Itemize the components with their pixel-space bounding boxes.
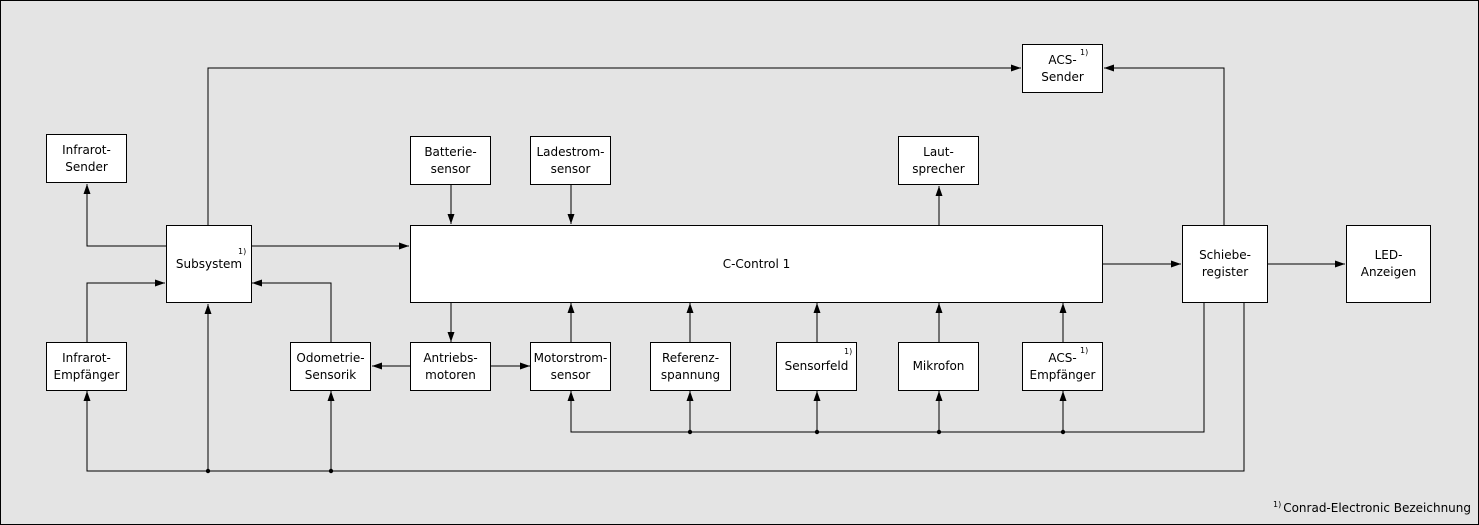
led-anzeigen-block: LED- Anzeigen xyxy=(1346,225,1431,303)
wire-schieberegister-bus-bottom xyxy=(83,303,1245,472)
lautsprecher-block: Laut-sprecher xyxy=(898,136,979,185)
block-label-line: Laut- xyxy=(923,144,954,159)
ladestromsensor-block: Ladestrom-sensor xyxy=(530,136,611,185)
wire-schieberegister-to-acs-sender xyxy=(1104,64,1225,225)
block-label-line: Infrarot- xyxy=(62,142,111,157)
infrarot-sender-block: Infrarot- Sender xyxy=(46,134,127,183)
block-label-line: C-Control 1 xyxy=(722,256,791,271)
block-label-line: Sender xyxy=(1041,69,1084,84)
wire-subsystem-to-acs-sender xyxy=(207,64,1021,225)
block-label-line: ACS- xyxy=(1048,350,1077,365)
block-label-line: Batterie- xyxy=(424,144,477,159)
block-label-line: motoren xyxy=(425,367,476,382)
mikrofon-block: Mikrofon xyxy=(898,342,979,391)
sensorfeld-block: Sensorfeld 1) xyxy=(776,342,857,391)
batteriesensor-block: Batterie-sensor xyxy=(410,136,491,185)
footnote-mark: 1) xyxy=(1080,48,1089,57)
antriebsmotoren-block: Antriebs-motoren xyxy=(410,342,491,391)
block-label-line: Sensorfeld xyxy=(784,359,849,373)
footnote: 1)Conrad-Electronic Bezeichnung xyxy=(1273,500,1471,515)
junction-dot xyxy=(205,468,211,474)
block-label-line: Anzeigen xyxy=(1360,265,1417,279)
block-label-line: Schiebe- xyxy=(1199,248,1251,262)
block-label-line: sensor xyxy=(430,161,471,176)
block-label-line: Odometrie- xyxy=(296,350,365,365)
block-label-line: Empfänger xyxy=(1029,367,1096,382)
referenzspannung-block: Referenz-spannung xyxy=(650,342,731,391)
wire-odometrie-to-subsystem xyxy=(252,279,332,342)
block-label-line: spannung xyxy=(660,367,721,382)
footnote-mark: 1) xyxy=(844,347,853,356)
block-label-line: Subsystem xyxy=(175,256,243,271)
motorstromsensor-block: Motorstrom-sensor xyxy=(530,342,611,391)
junction-dot xyxy=(687,429,693,435)
junction-dot xyxy=(936,429,942,435)
acs-sender-block: ACS- Sender 1) xyxy=(1022,44,1103,93)
odometrie-sensorik-block: Odometrie- Sensorik xyxy=(290,342,371,391)
junction-dot xyxy=(328,468,334,474)
block-label-line: sprecher xyxy=(912,161,965,176)
block-label-line: Sender xyxy=(65,159,108,174)
footnote-text: Conrad-Electronic Bezeichnung xyxy=(1283,501,1471,515)
footnote-mark: 1) xyxy=(1272,500,1282,509)
block-label-line: register xyxy=(1201,265,1249,279)
wire-infrarot-empfaenger-to-subsystem xyxy=(86,279,165,342)
infrarot-empfaenger-block: Infrarot- Empfänger xyxy=(46,342,127,391)
junction-dot xyxy=(1060,429,1066,435)
footnote-mark: 1) xyxy=(1080,346,1089,355)
block-label-line: Ladestrom- xyxy=(536,144,605,159)
block-label-line: Antriebs- xyxy=(423,350,478,365)
block-label-line: sensor xyxy=(550,367,591,382)
wire-subsystem-to-infrarot-sender xyxy=(83,184,166,247)
c-control-block: C-Control 1 xyxy=(410,225,1103,303)
block-label-line: Mikrofon xyxy=(912,359,965,373)
block-label-line: Infrarot- xyxy=(62,350,111,365)
block-label-line: Sensorik xyxy=(304,367,357,382)
schieberegister-block: Schiebe-register xyxy=(1182,225,1268,303)
footnote-mark: 1) xyxy=(238,247,247,256)
block-label-line: Referenz- xyxy=(661,350,720,365)
junction-dot xyxy=(814,429,820,435)
subsystem-block: Subsystem 1) xyxy=(166,225,252,303)
block-label-line: ACS- xyxy=(1048,52,1077,67)
block-label-line: Empfänger xyxy=(53,367,120,382)
wire-schieberegister-bus-sensors xyxy=(567,303,1205,433)
block-label-line: Motorstrom- xyxy=(533,350,608,365)
block-label-line: LED- xyxy=(1374,248,1403,262)
block-label-line: sensor xyxy=(550,161,591,176)
acs-empfaenger-block: ACS- Empfänger 1) xyxy=(1022,342,1103,391)
